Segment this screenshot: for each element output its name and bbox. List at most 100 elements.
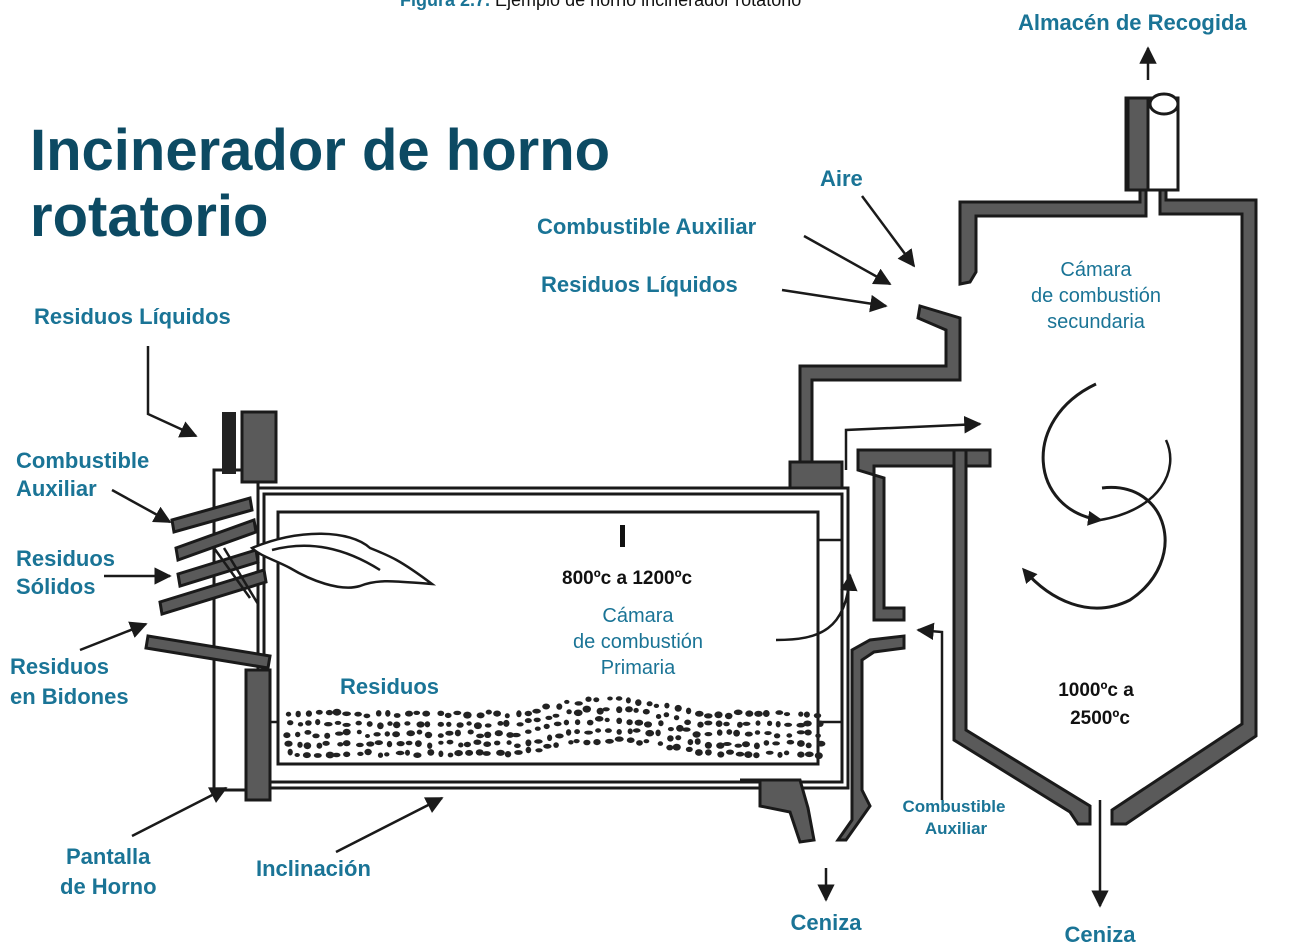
waste-pebble <box>633 707 639 713</box>
waste-pebble <box>607 696 613 701</box>
waste-pebble <box>422 710 431 717</box>
label-comb-aux-left-1: Combustible <box>16 448 149 473</box>
label-primary-2: de combustión <box>573 631 703 653</box>
waste-pebble <box>574 719 581 726</box>
waste-pebble <box>393 713 401 718</box>
waste-pebble <box>596 707 604 715</box>
waste-pebble <box>313 753 322 758</box>
waste-pebble <box>744 751 753 758</box>
waste-pebble <box>723 721 730 727</box>
label-residuos: Residuos <box>340 674 439 699</box>
connecting-duct <box>740 304 992 844</box>
waste-pebble <box>755 720 761 726</box>
waste-pebble <box>305 710 312 717</box>
waste-pebble <box>724 712 733 720</box>
waste-pebble <box>804 751 814 758</box>
waste-pebble <box>355 720 362 726</box>
waste-pebble <box>655 729 661 737</box>
label-inclinacion: Inclinación <box>256 856 371 881</box>
waste-pebble <box>733 709 743 716</box>
arrow-comb-aux-top <box>803 234 892 286</box>
arrow-comb-aux-bottom <box>916 622 944 800</box>
waste-pebble <box>312 733 320 739</box>
waste-pebble <box>666 744 674 751</box>
label-temp-secondary-2: 2500ºc <box>1070 708 1130 729</box>
waste-pebble <box>798 711 804 717</box>
waste-pebble <box>533 717 541 723</box>
waste-pebble <box>482 751 491 756</box>
waste-pebble <box>543 743 552 749</box>
waste-pebble <box>644 721 652 728</box>
waste-pebble <box>632 728 641 733</box>
waste-pebble <box>815 733 821 738</box>
waste-pebble <box>438 740 444 745</box>
waste-pebble <box>524 710 532 717</box>
waste-pebble <box>586 719 594 726</box>
waste-pebble <box>735 751 745 757</box>
waste-pebble <box>316 742 323 749</box>
waste-pebble <box>366 721 373 727</box>
waste-pebble <box>663 712 670 718</box>
waste-pebble <box>458 742 464 748</box>
waste-pebble <box>676 724 684 732</box>
label-pantalla-1: Pantalla <box>66 844 151 869</box>
swirl-arc <box>1099 439 1172 522</box>
waste-pebble <box>396 741 405 747</box>
label-res-liq-top: Residuos Líquidos <box>541 272 738 297</box>
waste-pebble <box>674 704 682 712</box>
waste-pebble <box>392 731 400 738</box>
waste-pebble <box>465 749 474 756</box>
waste-pebble <box>514 743 521 749</box>
waste-pebble <box>803 711 810 718</box>
waste-pebble <box>753 752 760 759</box>
waste-pebble <box>616 729 622 735</box>
waste-pebble <box>516 722 524 727</box>
waste-pebble <box>704 713 713 719</box>
waste-pebble <box>445 730 454 736</box>
waste-pebble <box>563 719 570 726</box>
label-secondary-1: Cámara <box>1060 259 1132 281</box>
waste-pebble <box>687 739 694 746</box>
label-comb-aux-bottom-2: Auxiliar <box>925 819 988 838</box>
waste-pebble <box>704 732 713 737</box>
waste-pebble <box>574 729 580 735</box>
waste-pebble <box>375 710 382 717</box>
waste-pebble <box>722 742 732 746</box>
waste-pebble <box>294 753 300 757</box>
waste-pebble <box>767 720 773 726</box>
waste-pebble <box>342 728 351 736</box>
waste-pebble <box>506 732 515 738</box>
waste-pebble <box>283 732 291 739</box>
waste-pebble <box>817 720 824 727</box>
waste-pebble <box>494 730 503 737</box>
waste-pebble <box>373 732 381 737</box>
waste-pebble <box>616 706 623 714</box>
label-primary-3: Primaria <box>601 657 676 679</box>
waste-pebble <box>695 710 704 717</box>
waste-pebble <box>742 741 750 748</box>
secondary-chamber <box>952 92 1258 826</box>
waste-pebble <box>555 733 564 739</box>
label-aire: Aire <box>820 166 863 191</box>
waste-pebble <box>335 731 344 736</box>
waste-pebble <box>415 740 422 747</box>
waste-pebble <box>646 701 653 707</box>
waste-pebble <box>447 752 454 758</box>
waste-pebble <box>356 729 362 735</box>
waste-pebble <box>682 727 691 732</box>
label-res-bid-1: Residuos <box>10 654 109 679</box>
waste-pebble <box>734 743 743 748</box>
waste-pebble <box>384 731 390 737</box>
waste-pebble <box>543 723 550 730</box>
waste-pebble <box>532 708 541 714</box>
waste-pebble <box>704 741 713 749</box>
waste-pebble <box>595 728 602 733</box>
waste-pebble <box>413 710 421 716</box>
waste-pebble <box>377 752 384 758</box>
waste-pebble <box>726 749 734 755</box>
waste-pebble <box>593 697 600 703</box>
waste-pebble <box>473 722 482 730</box>
waste-pebble <box>626 719 633 726</box>
waste-pebble <box>494 740 501 746</box>
waste-pebble <box>585 696 592 702</box>
